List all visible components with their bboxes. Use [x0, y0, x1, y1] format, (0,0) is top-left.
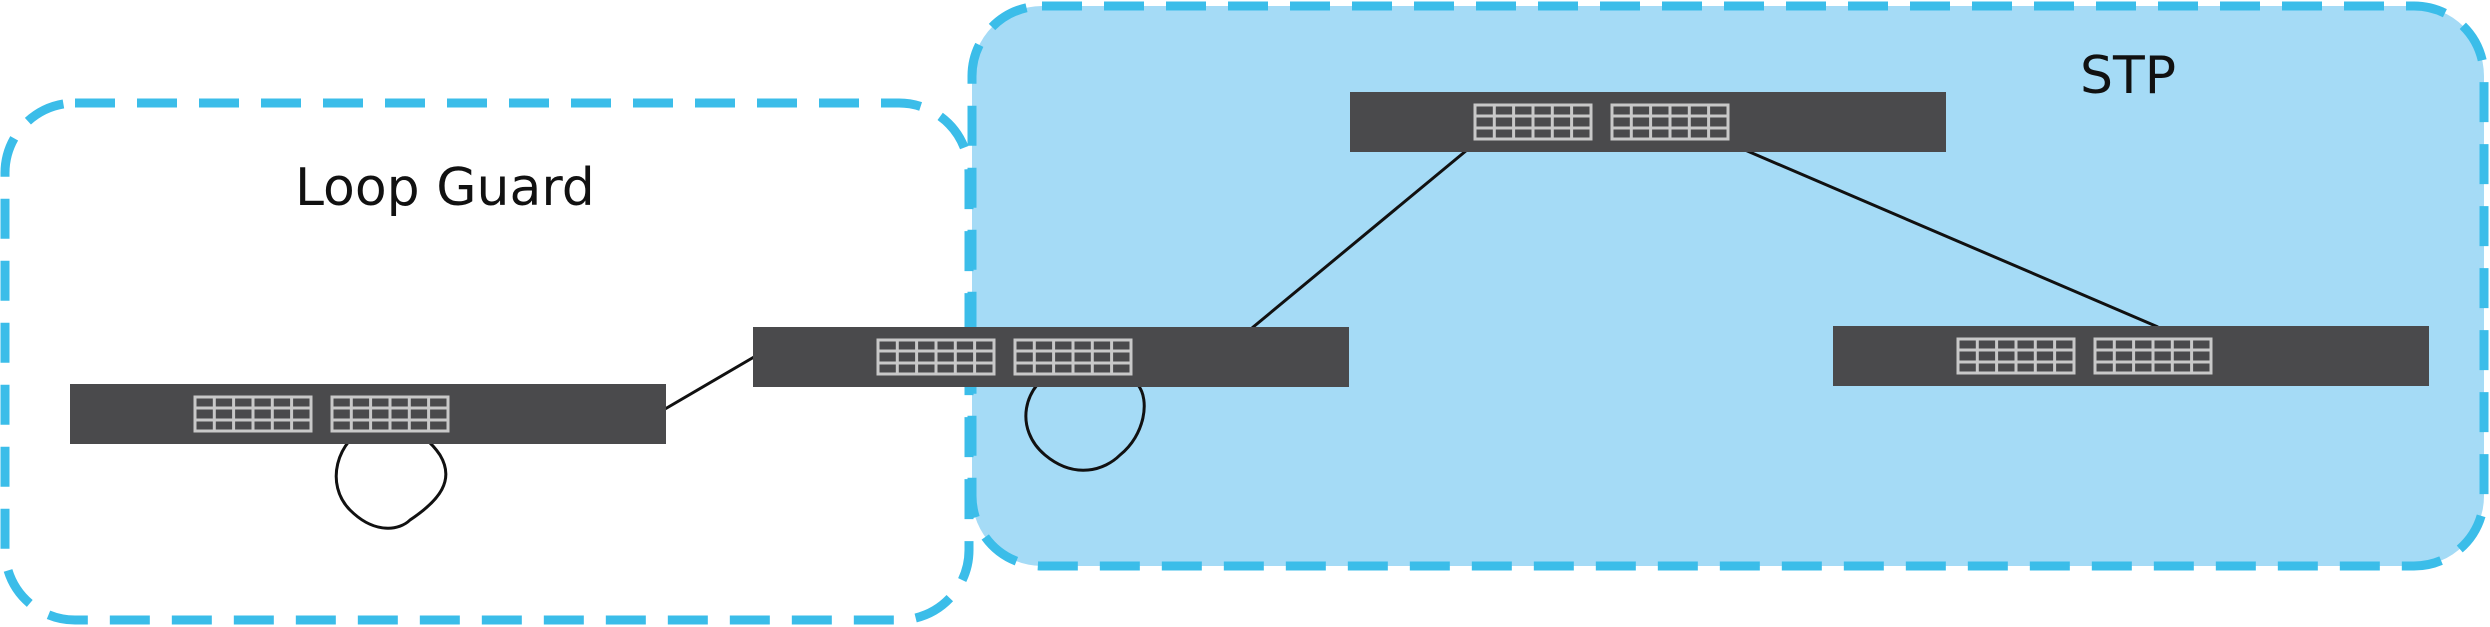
boundary-switch: [753, 327, 1349, 387]
loop-guard-switch: [70, 384, 666, 444]
loop-cable-loop-guard-switch: [334, 422, 448, 530]
cable-boundary-to-loop-guard: [664, 355, 755, 411]
stp-label: STP: [2080, 46, 2176, 106]
cable-top-to-boundary: [1251, 148, 1468, 330]
stp-right-switch: [1833, 326, 2429, 386]
loop-guard-label: Loop Guard: [295, 158, 595, 218]
cable-top-to-right: [1744, 148, 2159, 329]
stp-top-switch: [1350, 92, 1946, 152]
stp-region: [967, 1, 2489, 571]
